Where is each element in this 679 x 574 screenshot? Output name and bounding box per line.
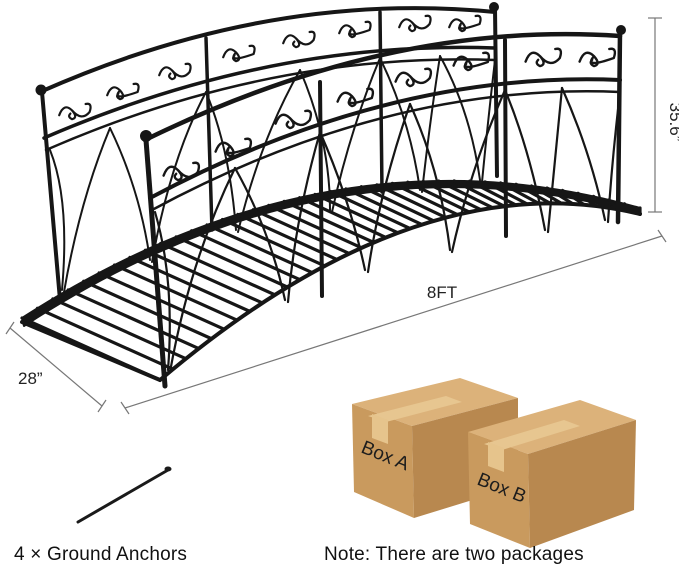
two-packages-note: Note: There are two packages: [324, 544, 584, 565]
scroll-curl: [394, 67, 433, 88]
deck-slat: [282, 199, 376, 245]
scroll-curl: [162, 161, 201, 182]
scroll-curl: [578, 47, 617, 68]
garden-bridge: [20, 2, 642, 389]
scroll-curl: [398, 14, 432, 33]
deck-slat: [251, 208, 351, 256]
front-railing-scrollwork: [162, 47, 617, 182]
length-dimension-label: 8FT: [427, 283, 457, 302]
scroll-curl: [448, 14, 482, 33]
deck-slat: [97, 271, 226, 331]
bridge-deck: [20, 179, 642, 382]
deck-slat: [298, 196, 388, 240]
scroll-curl: [274, 109, 313, 130]
scroll-curl: [524, 47, 563, 68]
deck-slat: [406, 180, 471, 214]
scroll-curl: [214, 137, 253, 158]
deck-slat: [576, 191, 598, 208]
scroll-curl: [282, 30, 316, 49]
deck-slat: [375, 183, 448, 220]
deck-slat: [421, 179, 483, 212]
box-b: Box B: [468, 400, 636, 548]
scroll-curl: [158, 62, 192, 81]
deck-slat: [622, 202, 631, 214]
deck-slat: [20, 316, 162, 382]
scroll-curl: [336, 87, 375, 108]
deck-slat: [313, 192, 400, 235]
deck-slat: [143, 248, 264, 305]
scroll-curl: [106, 82, 140, 101]
scroll-curl: [58, 102, 92, 121]
deck-slat: [344, 187, 424, 227]
deck-slat: [560, 188, 586, 207]
deck-slats: [20, 179, 642, 382]
deck-slat: [112, 263, 239, 322]
width-dimension-label: 28”: [18, 369, 43, 388]
scroll-curl: [338, 20, 372, 39]
deck-slat: [82, 279, 214, 341]
scroll-curl: [452, 51, 491, 72]
dimension-lines: [5, 17, 667, 415]
deck-slat: [66, 288, 201, 351]
deck-slat: [174, 235, 290, 289]
deck-slat: [359, 185, 436, 223]
scroll-curl: [222, 44, 256, 63]
deck-slat: [51, 297, 188, 361]
deck-slat: [159, 241, 277, 297]
deck-slat: [267, 203, 364, 250]
ground-anchor: [76, 466, 172, 524]
deck-slat: [452, 179, 506, 208]
back-railing: [35, 2, 499, 302]
deck-slat: [514, 182, 553, 205]
deck-slat: [35, 306, 175, 371]
back-railing-scrollwork: [58, 14, 482, 121]
deck-slat: [328, 189, 412, 231]
deck-slat: [390, 181, 460, 217]
height-dimension-label: 35.6”: [666, 103, 679, 142]
front-railing: [140, 25, 626, 389]
deck-slat: [189, 229, 302, 282]
ground-anchors-caption: 4 × Ground Anchors: [14, 544, 188, 565]
deck-slat: [205, 223, 314, 275]
deck-slat: [468, 179, 518, 207]
